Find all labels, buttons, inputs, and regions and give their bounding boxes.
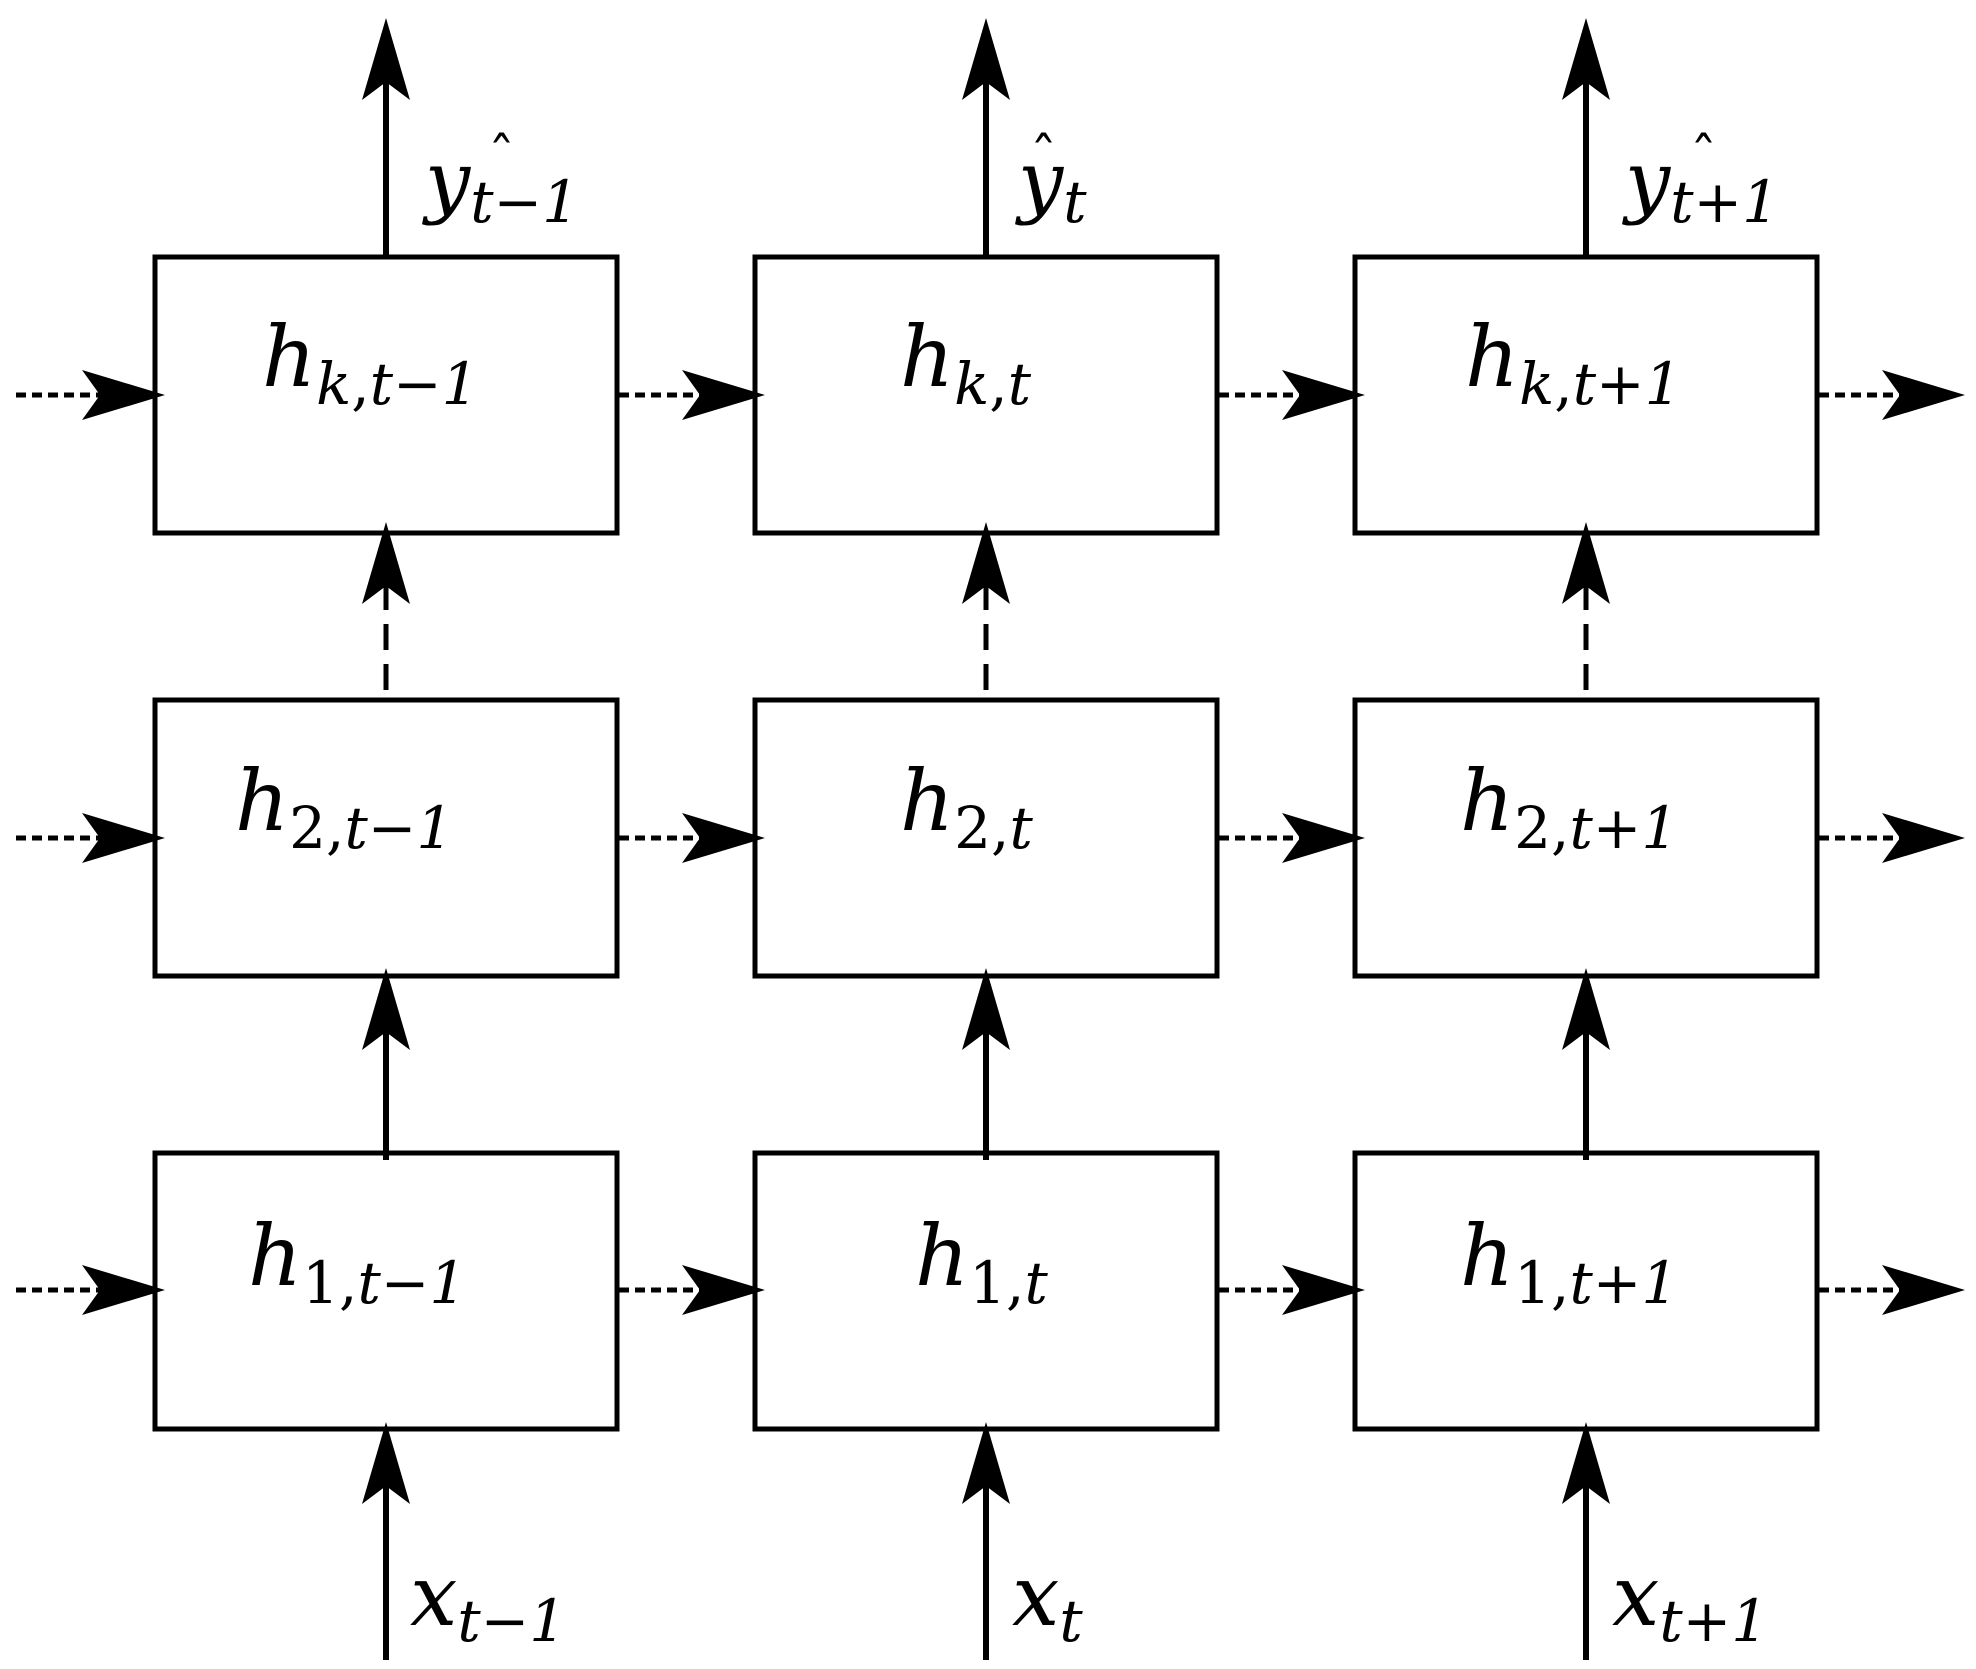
output-hat: ˆ <box>1030 126 1057 189</box>
recurrent-arrow <box>16 1265 165 1315</box>
recurrent-arrow <box>16 813 165 863</box>
cell-box-hk-t <box>752 254 1220 536</box>
output-label-t-plus-1: yt+1 <box>1622 134 1779 236</box>
output-hat: ˆ <box>1690 126 1717 189</box>
recurrent-arrow <box>619 370 765 420</box>
recurrent-arrow <box>1819 1265 1965 1315</box>
recurrent-arrow <box>1819 370 1965 420</box>
layer-arrow <box>1562 968 1610 1160</box>
input-arrow <box>362 1422 410 1660</box>
recurrent-arrow <box>619 813 765 863</box>
recurrent-arrow <box>16 370 165 420</box>
input-label-t-minus-1: xt−1 <box>410 1547 566 1655</box>
cell-label-h2-t: h2,t <box>900 752 1033 862</box>
layer-arrow <box>362 968 410 1160</box>
layer-arrow <box>962 968 1010 1160</box>
output-hat: ˆ <box>488 126 515 189</box>
layer-arrow-dashed <box>1562 522 1610 690</box>
cell-label-h2-tm1: h2,t−1 <box>235 752 453 862</box>
cell-label-h1-tm1: h1,t−1 <box>248 1207 466 1317</box>
cell-label-hk-t: hk,t <box>900 308 1032 418</box>
recurrent-arrow <box>1819 813 1965 863</box>
recurrent-arrow <box>1219 1265 1365 1315</box>
recurrent-arrow <box>619 1265 765 1315</box>
output-arrow <box>1562 18 1610 257</box>
cell-label-hk-tp1: hk,t+1 <box>1465 308 1682 418</box>
input-arrow <box>962 1422 1010 1660</box>
input-label-t: xt <box>1012 1547 1083 1655</box>
output-label-t: yt <box>1015 134 1087 236</box>
cell-label-h1-tp1: h1,t+1 <box>1460 1207 1678 1317</box>
output-arrow <box>362 18 410 257</box>
layer-arrow-dashed <box>962 522 1010 690</box>
recurrent-arrow <box>1219 370 1365 420</box>
cell-box-h2-tp1 <box>1352 697 1820 979</box>
cell-label-h1-t: h1,t <box>915 1207 1048 1317</box>
recurrent-arrow <box>1219 813 1365 863</box>
input-label-t-plus-1: xt+1 <box>1612 1547 1768 1655</box>
cell-box-h2-tm1 <box>152 697 620 979</box>
layer-arrow-dashed <box>362 522 410 690</box>
input-arrow <box>1562 1422 1610 1660</box>
cell-label-h2-tp1: h2,t+1 <box>1460 752 1678 862</box>
cell-label-hk-tm1: hk,t−1 <box>262 308 479 418</box>
output-arrow <box>962 18 1010 257</box>
cell-box-hk-tm1 <box>152 254 620 536</box>
output-label-t-minus-1: yt−1 <box>422 134 579 236</box>
